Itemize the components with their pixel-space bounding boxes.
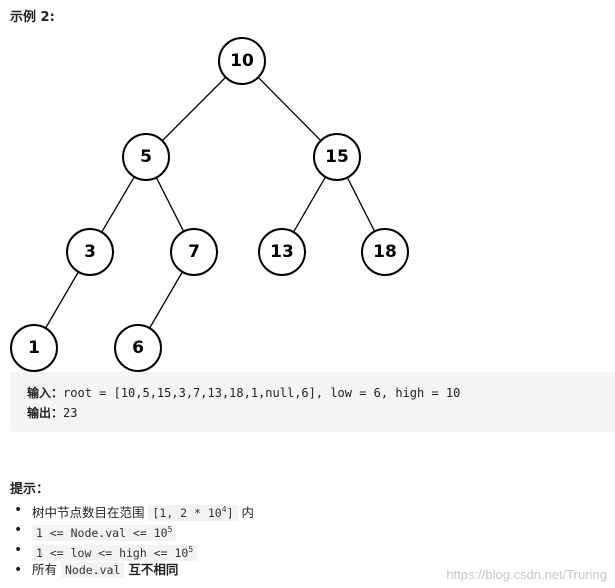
hint-text: 内	[237, 504, 254, 520]
tree-edge	[346, 177, 376, 232]
example-code-block: 输入：root = [10,5,15,3,7,13,18,1,null,6], …	[10, 372, 615, 432]
tree-node-label: 6	[132, 338, 144, 358]
tree-node-circle	[170, 228, 218, 276]
tree-edge	[101, 176, 135, 233]
tree-edge	[161, 76, 227, 142]
tree-node-15: 15	[313, 133, 361, 181]
hint-strong-text: 互不相同	[128, 562, 179, 577]
hint-text: 所有	[32, 562, 61, 577]
tree-node-circle	[10, 324, 58, 372]
hint-item: 1 <= low <= high <= 105	[14, 540, 254, 561]
tree-node-label: 13	[270, 242, 294, 262]
tree-edge	[155, 177, 185, 232]
tree-node-5: 5	[122, 133, 170, 181]
hint-code-text: 1 <= low <= high <= 10	[36, 545, 189, 560]
tree-node-label: 10	[230, 51, 254, 71]
tree-node-7: 7	[170, 228, 218, 276]
tree-edge	[149, 271, 183, 329]
hint-exponent: 5	[188, 545, 194, 554]
hint-code-end: ]	[226, 505, 234, 520]
tree-node-label: 1	[28, 338, 40, 358]
hint-item: 树中节点数目在范围 [1, 2 * 104] 内	[14, 500, 254, 521]
hints-list: 树中节点数目在范围 [1, 2 * 104] 内 1 <= Node.val <…	[14, 500, 254, 580]
hint-code: Node.val	[60, 562, 125, 578]
tree-edge	[292, 176, 327, 233]
hint-code-text: 1 <= Node.val <= 10	[36, 525, 168, 540]
hint-code: 1 <= Node.val <= 105	[32, 524, 177, 541]
output-label: 输出：	[27, 406, 64, 420]
watermark: https://blog.csdn.net/Truring	[446, 567, 607, 582]
tree-node-circle	[361, 228, 409, 276]
tree-node-circle	[258, 228, 306, 276]
output-line: 输出：23	[27, 404, 77, 421]
tree-node-6: 6	[114, 324, 162, 372]
hint-code-text: [1, 2 * 10	[152, 505, 222, 520]
input-value: root = [10,5,15,3,7,13,18,1,null,6], low…	[63, 386, 461, 400]
tree-node-label: 3	[84, 242, 96, 262]
tree-node-3: 3	[66, 228, 114, 276]
example-title: 示例 2:	[10, 10, 55, 25]
tree-node-1: 1	[10, 324, 58, 372]
tree-node-circle	[66, 228, 114, 276]
hint-item: 所有 Node.val 互不相同	[14, 560, 254, 580]
tree-node-13: 13	[258, 228, 306, 276]
tree-edge	[45, 271, 79, 329]
tree-node-18: 18	[361, 228, 409, 276]
hint-text: 树中节点数目在范围	[32, 504, 149, 520]
tree-node-circle	[122, 133, 170, 181]
tree-node-label: 18	[373, 242, 397, 262]
tree-node-label: 7	[188, 242, 200, 262]
hints-title: 提示：	[10, 482, 50, 497]
tree-edge	[257, 76, 322, 142]
binary-tree-diagram: 10 5 15 3 7 13 18 1 6	[10, 37, 409, 372]
input-line: 输入：root = [10,5,15,3,7,13,18,1,null,6], …	[27, 384, 460, 401]
tree-node-circle	[313, 133, 361, 181]
hint-item: 1 <= Node.val <= 105	[14, 520, 254, 541]
tree-node-circle	[218, 37, 266, 85]
hint-exponent: 5	[167, 525, 173, 534]
hint-exponent: 4	[221, 505, 227, 514]
hint-code: 1 <= low <= high <= 105	[32, 544, 198, 561]
tree-node-10: 10	[218, 37, 266, 85]
output-value: 23	[63, 406, 78, 420]
tree-node-label: 5	[140, 147, 152, 167]
tree-node-circle	[114, 324, 162, 372]
hint-code: [1, 2 * 104]	[148, 504, 238, 521]
tree-node-label: 15	[325, 147, 349, 167]
input-label: 输入：	[27, 386, 64, 400]
